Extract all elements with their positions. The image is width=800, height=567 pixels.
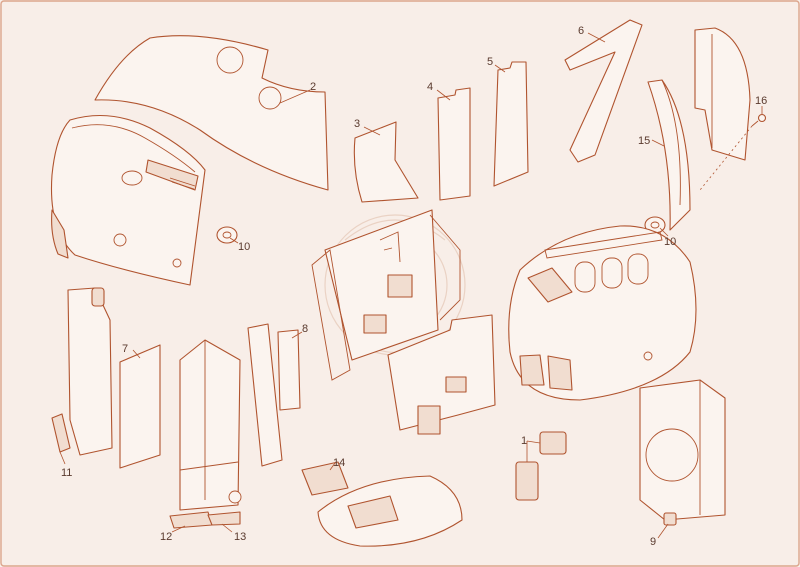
- callout-6: 6: [578, 25, 584, 37]
- part-2-cowl-panel[interactable]: [94, 35, 329, 191]
- part-14-pad[interactable]: [301, 461, 349, 496]
- part-radiator-block[interactable]: [179, 339, 242, 511]
- part-right-main-hood[interactable]: [508, 225, 697, 401]
- callout-15: 15: [638, 135, 650, 147]
- leader-11: [59, 451, 66, 465]
- callout-1: 1: [521, 435, 527, 447]
- leader-2: [279, 89, 311, 104]
- callout-13: 13: [234, 531, 246, 543]
- callout-8: 8: [302, 323, 308, 335]
- callout-4: 4: [427, 81, 433, 93]
- leader-10b: [659, 227, 669, 237]
- callout-11: 11: [61, 467, 72, 479]
- callout-7: 7: [122, 343, 128, 355]
- callout-12: 12: [160, 531, 172, 543]
- leader-lines: [59, 32, 763, 539]
- part-10-grommet-right[interactable]: [644, 216, 666, 234]
- callout-9: 9: [650, 536, 656, 548]
- leader-1b: [526, 440, 541, 444]
- part-1-pad-lower[interactable]: [515, 461, 539, 501]
- leader-6: [587, 32, 606, 43]
- part-15-side-panel[interactable]: [647, 79, 691, 231]
- callout-5: 5: [487, 56, 493, 68]
- callout-labels: 2 3 4 5 6 7 8 10 10 15 16 1 9 11 12 13 1…: [61, 25, 767, 548]
- part-right-radiator-assembly[interactable]: [639, 379, 726, 521]
- leader-12: [171, 525, 186, 533]
- leader-3: [363, 126, 381, 136]
- part-bottom-tray[interactable]: [317, 475, 463, 547]
- leader-14: [329, 462, 336, 471]
- part-11-block[interactable]: [51, 413, 71, 453]
- part-3-side-pad[interactable]: [353, 121, 419, 203]
- part-lower-center-panel[interactable]: [387, 314, 496, 435]
- part-13-bar[interactable]: [207, 511, 241, 526]
- part-16-screw[interactable]: [751, 113, 767, 127]
- leader-4: [436, 89, 451, 101]
- part-mounting-plate[interactable]: [247, 323, 283, 467]
- callout-2: 2: [310, 81, 316, 93]
- part-8-seal-strip[interactable]: [277, 329, 301, 411]
- leader-7: [132, 349, 141, 359]
- leader-13: [221, 523, 233, 533]
- leader-10a: [229, 237, 239, 244]
- part-5-insulation-panel[interactable]: [493, 61, 529, 187]
- part-central-frame[interactable]: [311, 209, 461, 381]
- part-1-pad-upper[interactable]: [539, 431, 567, 455]
- part-9-block[interactable]: [663, 512, 677, 526]
- leader-5: [494, 64, 506, 73]
- part-4-insulation-panel[interactable]: [437, 87, 471, 201]
- leader-8: [291, 331, 303, 339]
- callout-10-left: 10: [238, 241, 250, 253]
- callout-14: 14: [333, 457, 345, 469]
- leader-15: [651, 139, 665, 147]
- part-side-bracket-panel[interactable]: [694, 27, 751, 161]
- part-7-gasket-sheet[interactable]: [119, 344, 161, 469]
- leader-9: [657, 523, 669, 539]
- part-6-trim-strip[interactable]: [564, 19, 643, 163]
- part-left-radiator-side[interactable]: [67, 287, 113, 456]
- callout-3: 3: [354, 118, 360, 130]
- callout-10-right: 10: [664, 236, 676, 248]
- part-front-hood-shell[interactable]: [50, 114, 206, 286]
- callout-16: 16: [755, 95, 767, 107]
